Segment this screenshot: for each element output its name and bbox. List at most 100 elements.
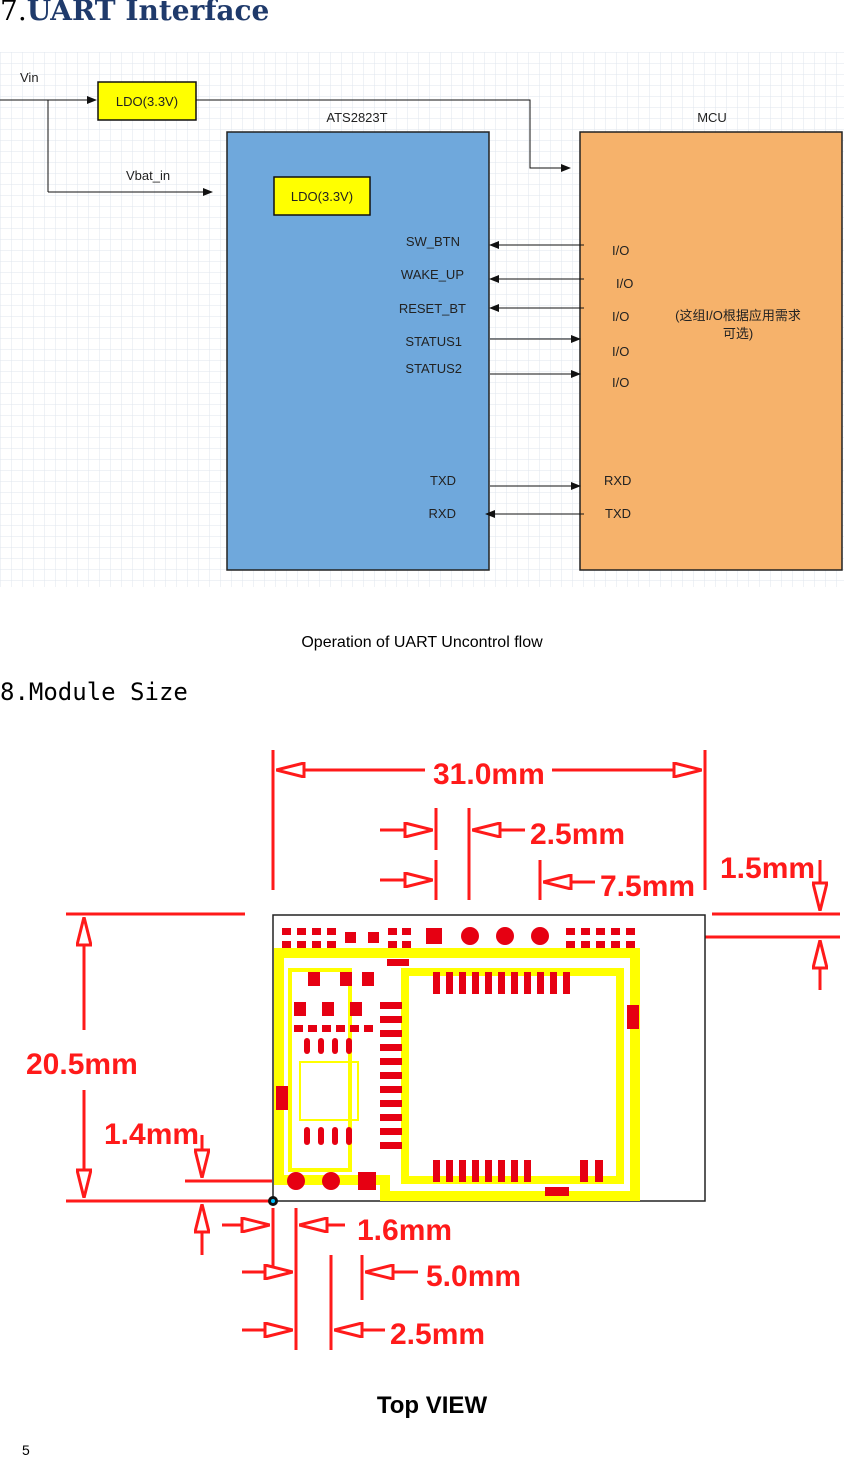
- pcb-pad: [332, 1127, 338, 1145]
- section-7-number: 7.: [0, 0, 27, 27]
- pcb-pad: [581, 928, 590, 935]
- pcb-pad: [345, 932, 356, 943]
- mcu-pin-io-4: I/O: [612, 344, 629, 359]
- mcu-note-line2: 可选): [723, 326, 753, 341]
- pcb-pad: [327, 941, 336, 948]
- pcb-pad: [461, 927, 479, 945]
- ats-title: ATS2823T: [326, 110, 387, 125]
- module-size-drawing: 31.0mm 2.5mm 7.5mm 1.5mm 20.5mm 1.4mm 1.…: [26, 750, 840, 1351]
- mcu-pin-rxd: RXD: [604, 473, 631, 488]
- pcb-pad: [485, 1160, 492, 1182]
- ats-pin-rxd: RXD: [429, 506, 456, 521]
- pcb-pad: [308, 972, 320, 986]
- dim-label-2-5-bottom: 2.5mm: [390, 1318, 485, 1351]
- pcb-pad: [611, 928, 620, 935]
- pcb-pad: [327, 928, 336, 935]
- pcb-pad: [340, 972, 352, 986]
- pcb-pad: [496, 927, 514, 945]
- pcb-pad: [402, 928, 411, 935]
- pcb-pad: [531, 927, 549, 945]
- pcb-pad: [563, 972, 570, 994]
- pcb-pad: [380, 1058, 402, 1065]
- pcb-pad: [304, 1127, 310, 1145]
- pcb-pad: [346, 1038, 352, 1054]
- pcb-pad: [596, 928, 605, 935]
- pcb-pad: [459, 972, 466, 994]
- mcu-pin-io-1: I/O: [612, 243, 629, 258]
- mcu-pin-io-2: I/O: [616, 276, 633, 291]
- ats-pin-sw-btn: SW_BTN: [406, 234, 460, 249]
- pcb-pad: [322, 1025, 331, 1032]
- pcb-pad: [524, 1160, 531, 1182]
- pcb-pad: [350, 1025, 359, 1032]
- pcb-pad: [387, 959, 409, 966]
- ldo-external-label: LDO(3.3V): [116, 94, 178, 109]
- pcb-pad: [312, 928, 321, 935]
- vbat-label: Vbat_in: [126, 168, 170, 183]
- pcb-pad: [545, 1187, 569, 1196]
- pcb-pad: [485, 972, 492, 994]
- dim-label-31-0: 31.0mm: [433, 758, 545, 791]
- pcb-pad: [426, 928, 442, 944]
- pcb-pad: [566, 928, 575, 935]
- pcb-pad: [364, 1025, 373, 1032]
- pcb-pad: [312, 941, 321, 948]
- pcb-pad: [350, 1002, 362, 1016]
- pcb-pad: [433, 1160, 440, 1182]
- ldo-to-mcu-line: [196, 99, 571, 172]
- pcb-pad: [336, 1025, 345, 1032]
- mcu-pin-io-3: I/O: [612, 309, 629, 324]
- pcb-pad: [368, 932, 379, 943]
- pcb-pad: [304, 1038, 310, 1054]
- pcb-pad: [472, 1160, 479, 1182]
- section-7-heading: 7.UART Interface: [0, 0, 269, 27]
- pcb-pad: [318, 1038, 324, 1054]
- pcb-pad: [380, 1114, 402, 1121]
- uart-block-diagram: Vin Vbat_in LDO(3.3V) ATS2823T LDO(3.3V)…: [0, 52, 844, 587]
- pcb-pad: [332, 1038, 338, 1054]
- pcb-pad: [566, 941, 575, 948]
- pcb-pad: [380, 1002, 402, 1009]
- pcb-origin-marker-dot: [271, 1199, 275, 1203]
- pcb-outer-trace: [274, 948, 640, 1201]
- pcb-pad: [380, 1072, 402, 1079]
- pcb-pad: [322, 1172, 340, 1190]
- pcb-left-trace: [288, 968, 352, 1172]
- pcb-pad: [596, 941, 605, 948]
- pcb-pad: [380, 1030, 402, 1037]
- dim-label-20-5: 20.5mm: [26, 1048, 138, 1081]
- pcb-pad: [537, 972, 544, 994]
- pcb-pad: [287, 1172, 305, 1190]
- pcb-pad: [511, 1160, 518, 1182]
- pcb-pad: [322, 1002, 334, 1016]
- section-7-title: UART Interface: [26, 0, 270, 27]
- pcb-pad: [611, 941, 620, 948]
- pcb-pad: [346, 1127, 352, 1145]
- ldo-external-box: [97, 81, 197, 121]
- pcb-pad: [498, 1160, 505, 1182]
- dim-label-2-5-top: 2.5mm: [530, 818, 625, 851]
- section-8-number: 8.: [0, 678, 29, 706]
- pcb-pad: [433, 972, 440, 994]
- pcb-pad: [580, 1160, 588, 1182]
- ats-pin-status2: STATUS2: [405, 361, 462, 376]
- pcb-pad: [472, 972, 479, 994]
- ats-pin-status1: STATUS1: [405, 334, 462, 349]
- pcb-pad: [459, 1160, 466, 1182]
- pcb-pad: [380, 1100, 402, 1107]
- vin-label: Vin: [20, 70, 39, 85]
- ats-pin-txd: TXD: [430, 473, 456, 488]
- dim-label-1-6: 1.6mm: [357, 1214, 452, 1247]
- pcb-pad: [297, 928, 306, 935]
- pcb-pad: [388, 928, 397, 935]
- mcu-note-line1: (这组I/O根据应用需求: [675, 308, 801, 323]
- pcb-pad: [626, 928, 635, 935]
- pcb-pad: [362, 972, 374, 986]
- pcb-pad: [297, 941, 306, 948]
- pcb-inner-trace: [401, 968, 624, 1184]
- dim-label-7-5: 7.5mm: [600, 870, 695, 903]
- pcb-pad: [294, 1025, 303, 1032]
- mcu-pin-txd: TXD: [605, 506, 631, 521]
- mcu-block: [579, 131, 843, 571]
- pcb-pad: [380, 1142, 402, 1149]
